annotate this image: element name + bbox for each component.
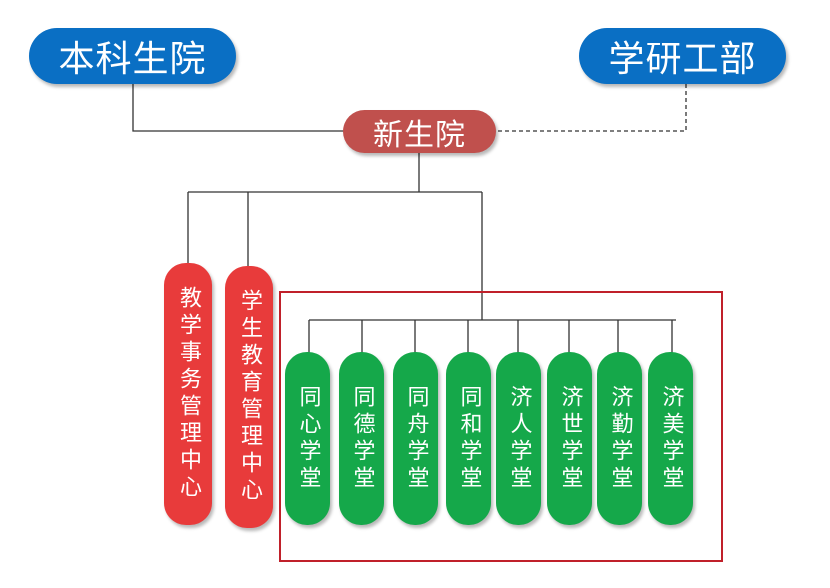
college-label: 济勤学堂	[607, 384, 633, 493]
college-label: 济世学堂	[557, 384, 583, 493]
college-node: 同舟学堂	[393, 352, 438, 525]
college-label: 同心学堂	[295, 384, 321, 493]
freshman-college-node: 新生院	[343, 110, 496, 153]
undergraduate-school-label: 本科生院	[58, 39, 207, 80]
student-affairs-node: 学研工部	[579, 28, 786, 84]
college-node: 同德学堂	[339, 352, 384, 525]
college-label: 同舟学堂	[403, 384, 429, 493]
college-node: 济世学堂	[547, 352, 592, 525]
college-node: 济人学堂	[496, 352, 541, 525]
colleges-frame	[279, 291, 723, 562]
college-node: 济勤学堂	[597, 352, 642, 525]
academic-affairs-center-label: 教学事务管理中心	[176, 286, 201, 502]
college-label: 同德学堂	[349, 384, 375, 493]
freshman-college-label: 新生院	[373, 117, 466, 153]
college-node: 同心学堂	[285, 352, 330, 525]
undergraduate-school-node: 本科生院	[29, 28, 236, 84]
college-label: 济人学堂	[506, 384, 532, 493]
college-node: 济美学堂	[648, 352, 693, 525]
academic-affairs-center-node: 教学事务管理中心	[164, 263, 212, 525]
student-education-center-label: 学生教育管理中心	[237, 289, 262, 505]
connector-undergrad	[132, 84, 345, 132]
student-affairs-label: 学研工部	[608, 39, 757, 80]
college-label: 济美学堂	[658, 384, 684, 493]
college-node: 同和学堂	[446, 352, 491, 525]
student-education-center-node: 学生教育管理中心	[225, 266, 273, 528]
connector-student-affairs-dashed	[496, 84, 687, 132]
college-label: 同和学堂	[456, 384, 482, 493]
